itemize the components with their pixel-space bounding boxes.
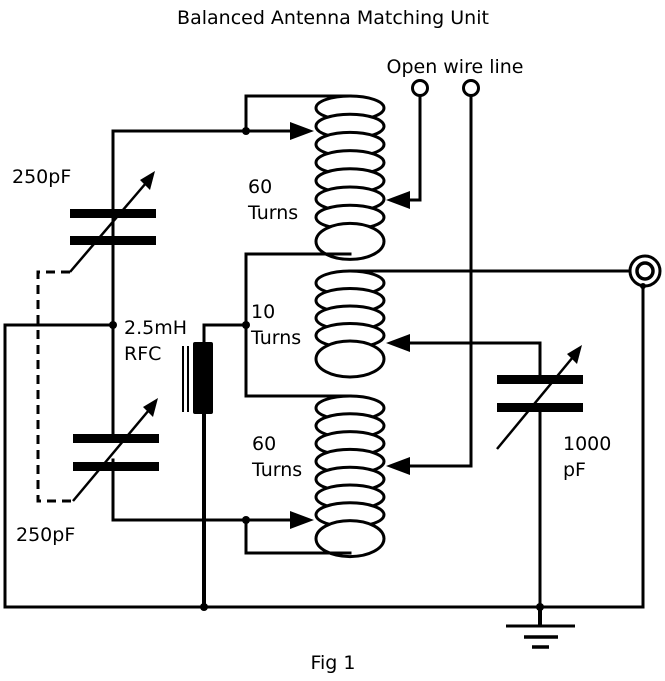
tap-arrow-bottom-left xyxy=(290,511,314,529)
coil-loop xyxy=(314,221,386,261)
tap-arrow-top-right xyxy=(386,191,410,209)
junction-dot xyxy=(242,516,250,524)
open-wire-terminal-left xyxy=(408,79,429,202)
coil-bot-unit: Turns xyxy=(251,459,302,481)
tap-arrow-mid xyxy=(386,334,410,352)
coax-connector-icon[interactable] xyxy=(628,254,662,289)
coil-mid-turns: 10 xyxy=(251,301,275,323)
coil-top-60-turns xyxy=(244,94,386,261)
wire-top-cap xyxy=(111,129,292,327)
coil-mid-unit: Turns xyxy=(250,327,301,349)
coil-loop xyxy=(314,339,386,379)
cap-c1-label: 250pF xyxy=(12,166,71,188)
rf-choke xyxy=(182,321,250,611)
coil-bottom-60-turns xyxy=(244,394,386,559)
tap-arrow-top-left xyxy=(290,122,314,140)
variable-capacitor-c2 xyxy=(72,398,159,502)
cap-c3-value: 1000 xyxy=(563,433,611,455)
coil-top-unit: Turns xyxy=(247,202,298,224)
coil-top-turns: 60 xyxy=(248,176,272,198)
diagram-title: Balanced Antenna Matching Unit xyxy=(177,7,489,29)
junction-dot xyxy=(242,127,250,135)
coil-loop xyxy=(314,519,386,559)
coil-mid-10-turns xyxy=(244,252,645,398)
coil-bot-turns: 60 xyxy=(252,433,276,455)
figure-caption: Fig 1 xyxy=(310,652,355,674)
gang-link-dashed xyxy=(36,270,73,503)
wire-bottom-cap xyxy=(111,458,292,522)
open-wire-label: Open wire line xyxy=(386,56,523,78)
cap-c3-unit: pF xyxy=(563,459,586,481)
cap-c2-label: 250pF xyxy=(16,524,75,546)
rfc-name-label: RFC xyxy=(124,343,161,365)
rfc-value-label: 2.5mH xyxy=(124,317,187,339)
ground-bus xyxy=(3,283,645,609)
ground-icon xyxy=(506,607,575,649)
variable-capacitor-c1 xyxy=(69,171,156,273)
open-wire-terminal-right xyxy=(408,79,480,468)
tap-arrow-bottom-right xyxy=(386,457,410,475)
